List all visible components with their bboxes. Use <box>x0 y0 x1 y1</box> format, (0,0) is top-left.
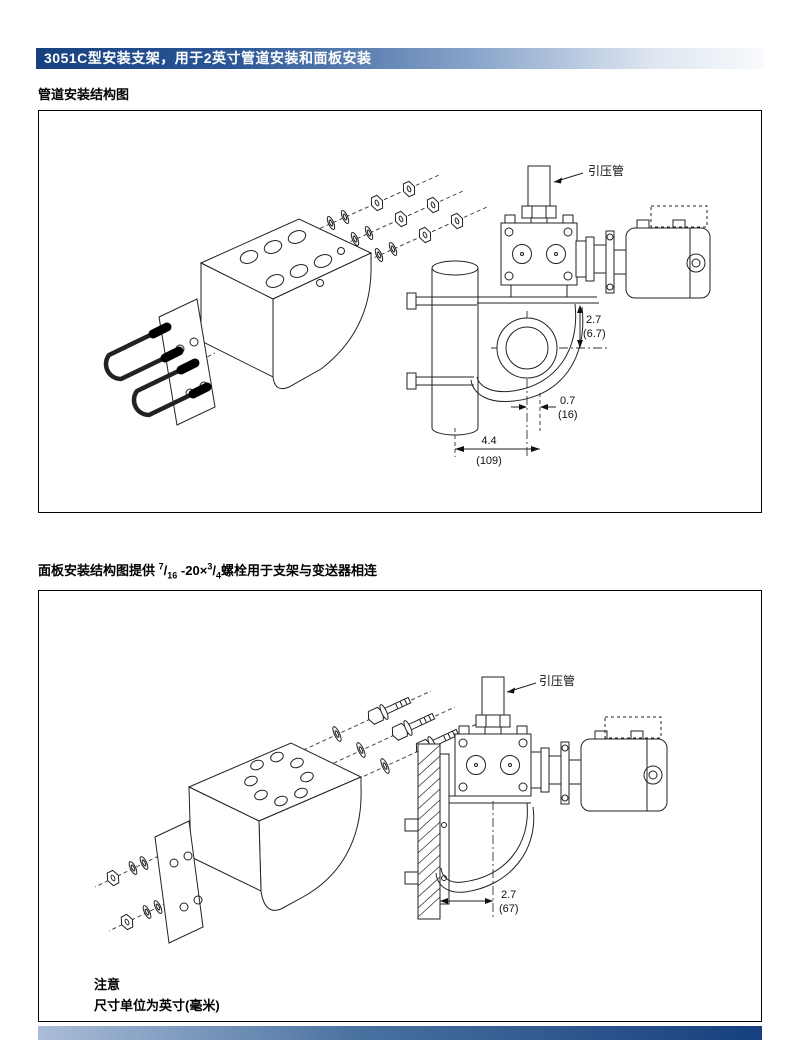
impulse-pipe-label: 引压管 <box>553 163 624 184</box>
impulse-pipe-label: 引压管 <box>506 673 575 694</box>
dim-text: 2.7 <box>501 889 516 901</box>
panel-diagram: 引压管 <box>94 673 668 944</box>
washer <box>128 861 138 875</box>
footer-bar <box>38 1026 762 1040</box>
fraction-denominator: 16 <box>167 570 178 581</box>
pipe-clamp-circle <box>496 317 558 379</box>
fastener-hardware <box>106 696 460 931</box>
fraction-denominator: 4 <box>215 570 221 581</box>
hardware-leader-lines <box>94 690 480 932</box>
dim-text: 0.7 <box>560 395 575 407</box>
manifold <box>454 725 532 797</box>
panel-bolt-head <box>404 818 419 832</box>
hex-nut <box>450 212 464 230</box>
dim-offset-vertical: 2.7 (6.7) <box>577 302 606 348</box>
hex-nut <box>402 180 416 198</box>
arrowhead <box>507 687 515 694</box>
dim-width: 4.4 (109) <box>455 435 540 467</box>
washer <box>139 856 149 870</box>
note-body: 尺寸单位为英寸(毫米) <box>94 998 220 1013</box>
washer <box>326 216 336 230</box>
hex-bolt <box>391 712 436 741</box>
fraction-numerator: 3 <box>207 561 213 572</box>
bolt-size-fraction-2: 3/4 <box>207 561 221 581</box>
dim-text: 4.4 <box>481 435 496 447</box>
panel-title-prefix: 面板安装结构图提供 <box>38 563 156 578</box>
impulse-pipe <box>475 676 511 735</box>
washer <box>388 242 398 256</box>
bracket-holes <box>169 751 314 912</box>
washer <box>142 905 152 919</box>
dim-text: (67) <box>499 903 519 915</box>
hex-nut <box>370 194 384 212</box>
note: 注意 尺寸单位为英寸(毫米) <box>94 974 220 1016</box>
impulse-pipe-text: 引压管 <box>588 163 624 178</box>
mounting-pipe <box>431 260 479 436</box>
bolt-size-fraction-1: 7/16 <box>158 561 178 581</box>
impulse-pipe-text: 引压管 <box>539 673 575 688</box>
manifold <box>500 214 578 286</box>
impulse-pipe <box>521 165 557 224</box>
hex-nut <box>394 210 408 228</box>
washer <box>153 900 163 914</box>
panel-bolt-head <box>404 871 419 885</box>
bolt-thread-spec: -20× <box>180 563 208 578</box>
hex-nut <box>120 913 134 931</box>
dim-text: (6.7) <box>583 328 606 340</box>
mounting-panel <box>404 743 441 920</box>
hex-nut <box>106 869 120 887</box>
header-bar: 3051C型安装支架，用于2英寸管道安装和面板安装 <box>36 48 764 69</box>
transmitter <box>575 205 711 299</box>
u-bolt-2 <box>131 358 212 418</box>
fastener-hardware <box>326 180 464 262</box>
washer <box>356 742 366 758</box>
hex-nut <box>418 226 432 244</box>
pipe-diagram-frame: 引压管 <box>38 110 762 513</box>
fraction-numerator: 7 <box>158 561 164 572</box>
dim-offset-small: 0.7 (16) <box>511 395 578 421</box>
washer <box>350 232 360 246</box>
hex-nut <box>426 196 440 214</box>
dim-depth: 2.7 (67) <box>440 889 519 915</box>
arrowhead <box>554 177 562 184</box>
terminal-cover-dashed <box>650 205 708 228</box>
dim-text: (109) <box>476 455 502 467</box>
washer <box>340 210 350 224</box>
panel-section-title: 面板安装结构图提供 7/16 -20×3/4螺栓用于支架与变送器相连 <box>38 560 377 581</box>
washer <box>380 758 390 774</box>
dim-text: 2.7 <box>586 314 601 326</box>
hex-bolt <box>367 696 412 725</box>
panel-diagram-frame: 引压管 <box>38 590 762 1022</box>
transmitter <box>530 716 668 812</box>
dim-text: (16) <box>558 409 578 421</box>
washer <box>364 226 374 240</box>
note-title: 注意 <box>94 977 121 992</box>
page-title: 3051C型安装支架，用于2英寸管道安装和面板安装 <box>44 50 372 66</box>
washer <box>374 248 384 262</box>
pipe-diagram: 引压管 <box>103 163 711 467</box>
washer <box>332 726 342 742</box>
pipe-section-title: 管道安装结构图 <box>38 87 130 102</box>
u-bolt-1 <box>103 322 184 382</box>
terminal-cover-dashed <box>604 716 662 739</box>
exploded-bracket <box>154 742 363 944</box>
panel-title-suffix: 螺栓用于支架与变送器相连 <box>220 563 377 578</box>
